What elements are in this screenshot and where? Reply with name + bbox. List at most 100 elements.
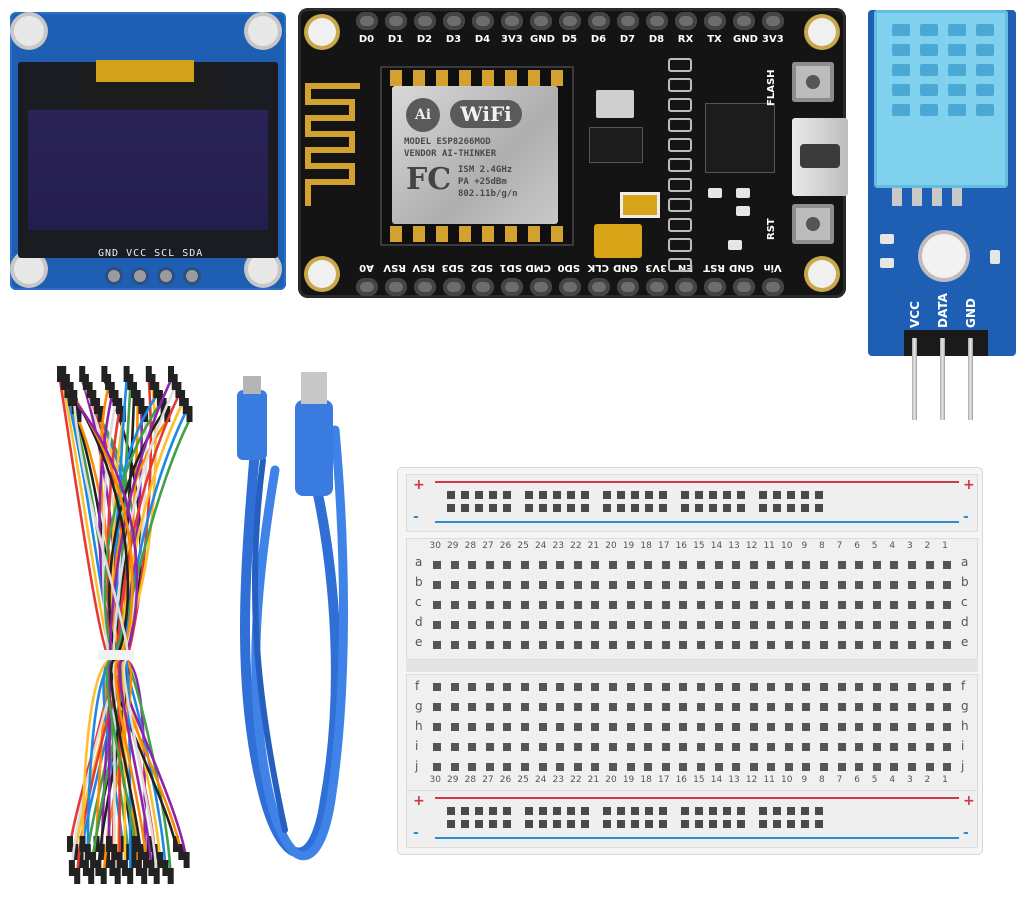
header-pin [646, 278, 668, 296]
column-number: 17 [657, 541, 670, 551]
mounting-hole [308, 260, 336, 288]
terminal-hole [802, 641, 811, 649]
flash-button[interactable] [792, 62, 834, 102]
terminal-hole [714, 581, 723, 589]
header-pin [762, 12, 784, 30]
header-pin [356, 278, 378, 296]
terminal-hole [485, 641, 494, 649]
esp8266-module: Ai WiFi MODEL ESP8266MOD VENDOR AI-THINK… [380, 66, 574, 246]
terminal-hole [802, 581, 811, 589]
terminal-hole [556, 743, 565, 751]
terminal-hole [661, 621, 670, 629]
terminal-hole [696, 723, 705, 731]
terminal-hole [696, 621, 705, 629]
oled-pin [108, 270, 120, 282]
minus-sign: - [413, 825, 419, 841]
row-letter: i [415, 739, 419, 753]
terminal-hole [767, 561, 776, 569]
column-number: 16 [675, 541, 688, 551]
micro-usb-port[interactable] [792, 118, 848, 196]
terminal-hole [485, 561, 494, 569]
terminal-hole [591, 743, 600, 751]
column-number: 15 [693, 775, 705, 785]
terminal-hole [538, 743, 547, 751]
reset-button[interactable] [792, 204, 834, 244]
column-number: 17 [657, 775, 670, 785]
terminal-hole [608, 723, 617, 731]
flash-label: FLASH [766, 69, 777, 106]
plus-sign: + [413, 477, 425, 493]
column-number: 9 [801, 541, 808, 551]
jumper-connector [67, 382, 74, 398]
terminal-hole [450, 703, 459, 711]
rail-hole [539, 807, 547, 815]
column-number: 1 [942, 775, 948, 785]
column-number: 23 [552, 541, 564, 551]
terminal-hole [626, 641, 635, 649]
terminal-hole [433, 683, 441, 691]
rail-hole [567, 504, 575, 512]
terminal-hole [732, 621, 741, 629]
terminal-hole [644, 683, 653, 691]
column-number: 27 [482, 541, 494, 551]
column-number: 24 [534, 775, 547, 785]
jumper-connector [112, 390, 119, 406]
rail-hole [603, 504, 611, 512]
column-number: 25 [517, 541, 529, 551]
jumper-connector [82, 374, 89, 390]
rail-hole-group [525, 491, 589, 512]
terminal-hole [943, 561, 952, 569]
terminal-hole [644, 641, 653, 649]
plus-sign: + [963, 477, 975, 493]
rail-hole [709, 820, 717, 828]
rail-hole [503, 820, 511, 828]
terminal-hole [503, 683, 512, 691]
rail-hole [475, 491, 483, 499]
gold-pad [390, 70, 402, 86]
terminal-hole [661, 743, 670, 751]
header-pin [733, 278, 755, 296]
terminal-hole [820, 621, 829, 629]
header-pin [617, 278, 639, 296]
terminal-hole [784, 581, 793, 589]
rail-hole-group [759, 807, 823, 828]
model-value: ESP8266MOD [436, 137, 491, 147]
terminal-hole [538, 561, 547, 569]
terminal-hole [925, 581, 934, 589]
terminal-hole [837, 581, 846, 589]
terminal-hole [749, 621, 758, 629]
rail-red-line [435, 797, 959, 799]
jumper-connector [98, 844, 105, 860]
terminal-hole [908, 723, 917, 731]
terminal-hole [749, 763, 758, 771]
rail-hole [489, 807, 497, 815]
rail-hole [617, 504, 625, 512]
rail-hole [787, 820, 795, 828]
terminal-hole [943, 621, 952, 629]
terminal-hole [573, 763, 582, 771]
jumper-connector [138, 398, 145, 414]
mounting-hole [14, 16, 44, 46]
oled-pin [160, 270, 172, 282]
rail-hole [539, 504, 547, 512]
gold-pad [482, 226, 494, 242]
rail-hole [645, 820, 653, 828]
terminal-hole [433, 601, 441, 609]
jumper-connector [160, 398, 167, 414]
terminal-hole [433, 743, 441, 751]
terminal-hole [784, 723, 793, 731]
ai-thinker-logo: Ai [406, 98, 440, 132]
rail-hole-group [681, 491, 745, 512]
pcb-antenna [305, 83, 360, 206]
rail-hole [773, 491, 781, 499]
terminal-hole [468, 683, 477, 691]
pin-label: RSV [383, 262, 406, 273]
rail-hole-group [447, 491, 511, 512]
jumper-connector [121, 860, 128, 876]
mounting-hole [808, 260, 836, 288]
terminal-hole [468, 703, 477, 711]
vendor-value: AI-THINKER [441, 149, 497, 159]
